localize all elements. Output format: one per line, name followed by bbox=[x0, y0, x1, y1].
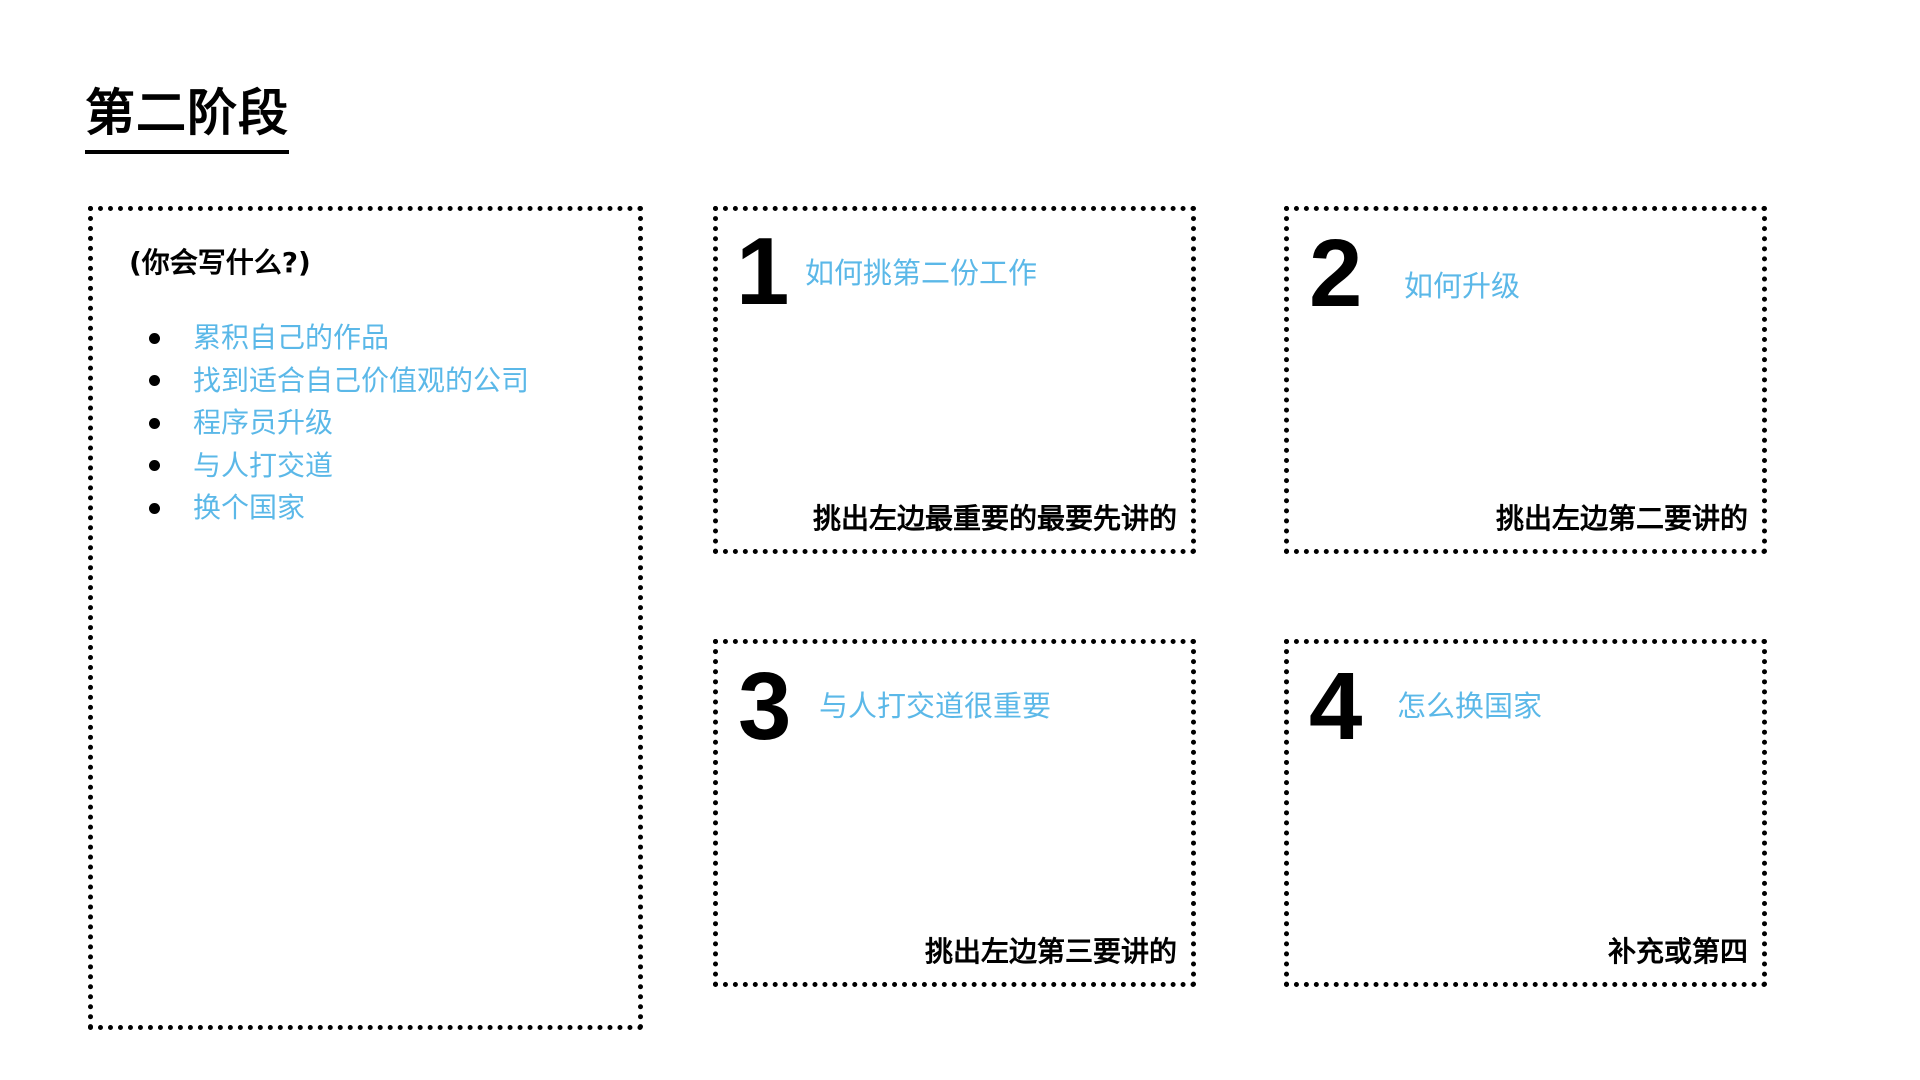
step-box-3: 3 与人打交道很重要 挑出左边第三要讲的 bbox=[713, 639, 1196, 987]
bullet-icon bbox=[149, 460, 160, 472]
list-item: 与人打交道 bbox=[149, 445, 529, 488]
list-item: 找到适合自己价值观的公司 bbox=[149, 360, 529, 403]
list-item: 程序员升级 bbox=[149, 402, 529, 445]
list-item-text: 与人打交道 bbox=[193, 448, 334, 482]
bullet-icon bbox=[149, 502, 160, 514]
list-item: 累积自己的作品 bbox=[149, 317, 529, 360]
page-title: 第二阶段 bbox=[85, 78, 289, 154]
list-item-text: 累积自己的作品 bbox=[193, 321, 390, 355]
step-note: 挑出左边最重要的最要先讲的 bbox=[812, 502, 1177, 535]
list-item-text: 程序员升级 bbox=[193, 406, 334, 440]
step-note: 挑出左边第二要讲的 bbox=[1495, 502, 1748, 535]
bullet-icon bbox=[149, 417, 160, 429]
step-box-1: 1 如何挑第二份工作 挑出左边最重要的最要先讲的 bbox=[713, 206, 1196, 554]
step-title: 如何升级 bbox=[1404, 269, 1521, 303]
bullet-icon bbox=[149, 332, 160, 344]
step-note: 补充或第四 bbox=[1607, 935, 1748, 968]
list-item-text: 找到适合自己价值观的公司 bbox=[193, 363, 530, 397]
step-title: 如何挑第二份工作 bbox=[805, 256, 1038, 290]
step-title: 与人打交道很重要 bbox=[819, 689, 1052, 723]
bullet-icon bbox=[149, 375, 160, 387]
step-number: 2 bbox=[1309, 220, 1363, 327]
brainstorm-list: 累积自己的作品 找到适合自己价值观的公司 程序员升级 与人打交道 换个国家 bbox=[149, 317, 529, 530]
list-item: 换个国家 bbox=[149, 487, 529, 530]
step-number: 4 bbox=[1309, 653, 1363, 760]
step-box-2: 2 如何升级 挑出左边第二要讲的 bbox=[1284, 206, 1767, 554]
brainstorm-heading: (你会写什么?) bbox=[129, 246, 311, 279]
step-number: 1 bbox=[736, 218, 790, 325]
step-note: 挑出左边第三要讲的 bbox=[924, 935, 1177, 968]
step-box-4: 4 怎么换国家 补充或第四 bbox=[1284, 639, 1767, 987]
step-number: 3 bbox=[738, 653, 792, 760]
list-item-text: 换个国家 bbox=[193, 491, 306, 525]
brainstorm-box: (你会写什么?) 累积自己的作品 找到适合自己价值观的公司 程序员升级 与人打交… bbox=[88, 206, 643, 1030]
step-title: 怎么换国家 bbox=[1397, 689, 1543, 723]
